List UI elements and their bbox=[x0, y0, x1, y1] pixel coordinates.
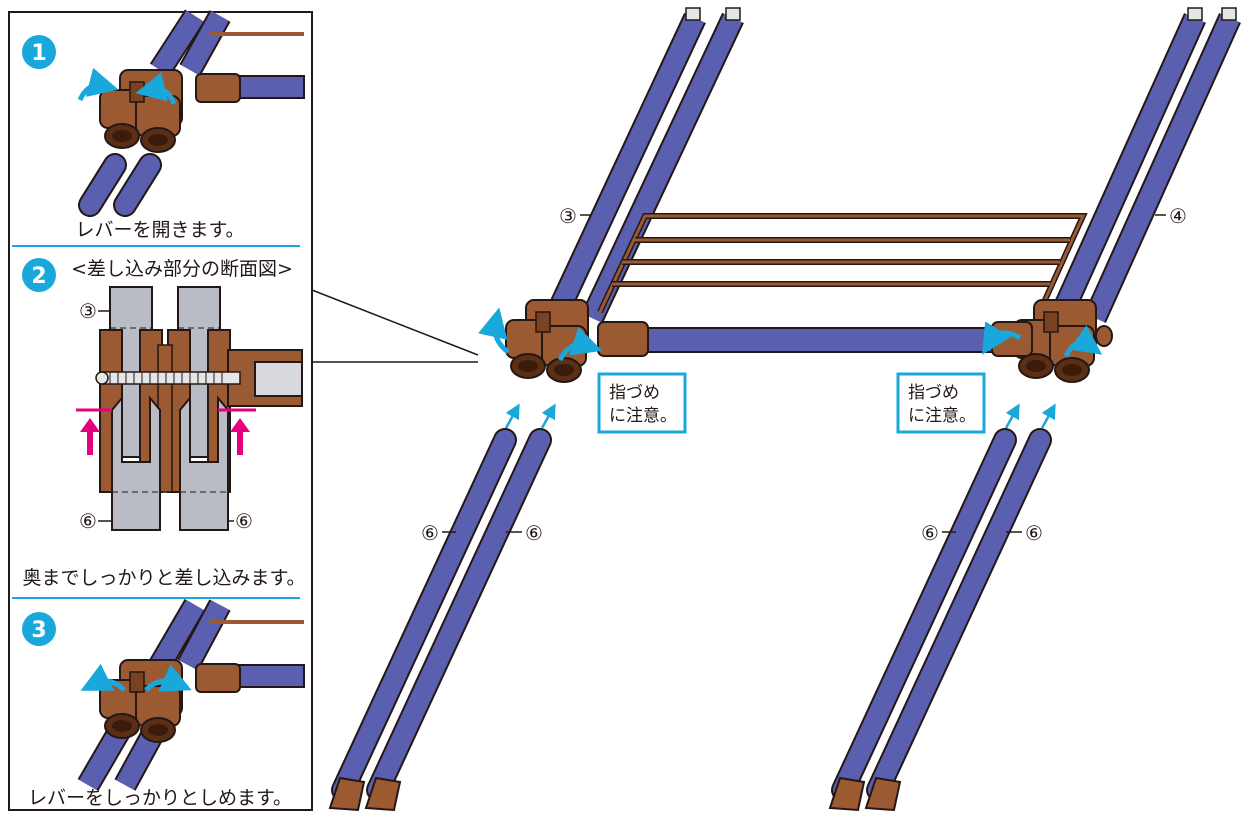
label-part-3: ③ bbox=[559, 204, 577, 228]
warning-right: 指づめ に注意。 bbox=[896, 372, 986, 434]
step-3-badge bbox=[22, 612, 56, 646]
step-2-number: 2 bbox=[31, 264, 46, 289]
right-joint bbox=[982, 299, 1113, 383]
step-1-badge bbox=[22, 35, 56, 69]
callout-lines bbox=[311, 289, 479, 363]
insert-arrows bbox=[504, 403, 1056, 429]
crossbar bbox=[639, 327, 1001, 353]
step-1-caption: レバーを開きます。 bbox=[75, 219, 244, 241]
left-joint bbox=[478, 299, 649, 383]
assembly-view: ③ ④ ⑥ ⑥ ⑥ ⑥ 指づめ に注意。 指づめ に注意。 bbox=[328, 7, 1241, 812]
label-part-6: ⑥ bbox=[235, 509, 253, 533]
warning-left-line1: 指づめ bbox=[609, 383, 660, 403]
left-upper-poles bbox=[544, 7, 744, 324]
step-1-number: 1 bbox=[31, 41, 46, 66]
right-lower-poles bbox=[828, 428, 1052, 812]
step-2-badge bbox=[22, 258, 56, 292]
label-part-6: ⑥ bbox=[921, 521, 939, 545]
instruction-panel: 1 レバーを開きます。 bbox=[8, 9, 313, 811]
cross-section-illustration bbox=[76, 286, 303, 531]
label-part-6: ⑥ bbox=[1025, 521, 1043, 545]
step-1-illustration bbox=[77, 9, 305, 217]
label-part-3: ③ bbox=[79, 299, 97, 323]
right-upper-poles bbox=[1049, 7, 1241, 323]
shelf-frame bbox=[597, 213, 1088, 314]
step-1: 1 レバーを開きます。 bbox=[12, 9, 305, 247]
assembly-part-labels: ③ ④ ⑥ ⑥ ⑥ ⑥ bbox=[421, 204, 1187, 545]
step-3-illustration bbox=[77, 598, 305, 792]
step-2: 2 <差し込み部分の断面図> bbox=[12, 258, 306, 599]
label-part-4: ④ bbox=[1169, 204, 1187, 228]
warning-right-line2: に注意。 bbox=[908, 406, 976, 426]
left-lower-poles bbox=[328, 428, 552, 812]
warning-left: 指づめ に注意。 bbox=[597, 372, 687, 434]
label-part-6: ⑥ bbox=[525, 521, 543, 545]
step-3: 3 レバーをしっかりとしめます。 bbox=[22, 598, 305, 809]
label-part-6: ⑥ bbox=[421, 521, 439, 545]
step-2-caption: 奥までしっかりと差し込みます。 bbox=[22, 567, 305, 589]
warning-right-line1: 指づめ bbox=[908, 383, 959, 403]
step-3-number: 3 bbox=[31, 618, 46, 643]
step-3-caption: レバーをしっかりとしめます。 bbox=[28, 787, 292, 809]
warning-left-line2: に注意。 bbox=[609, 406, 677, 426]
label-part-6: ⑥ bbox=[79, 509, 97, 533]
cross-section-title: <差し込み部分の断面図> bbox=[71, 258, 293, 280]
